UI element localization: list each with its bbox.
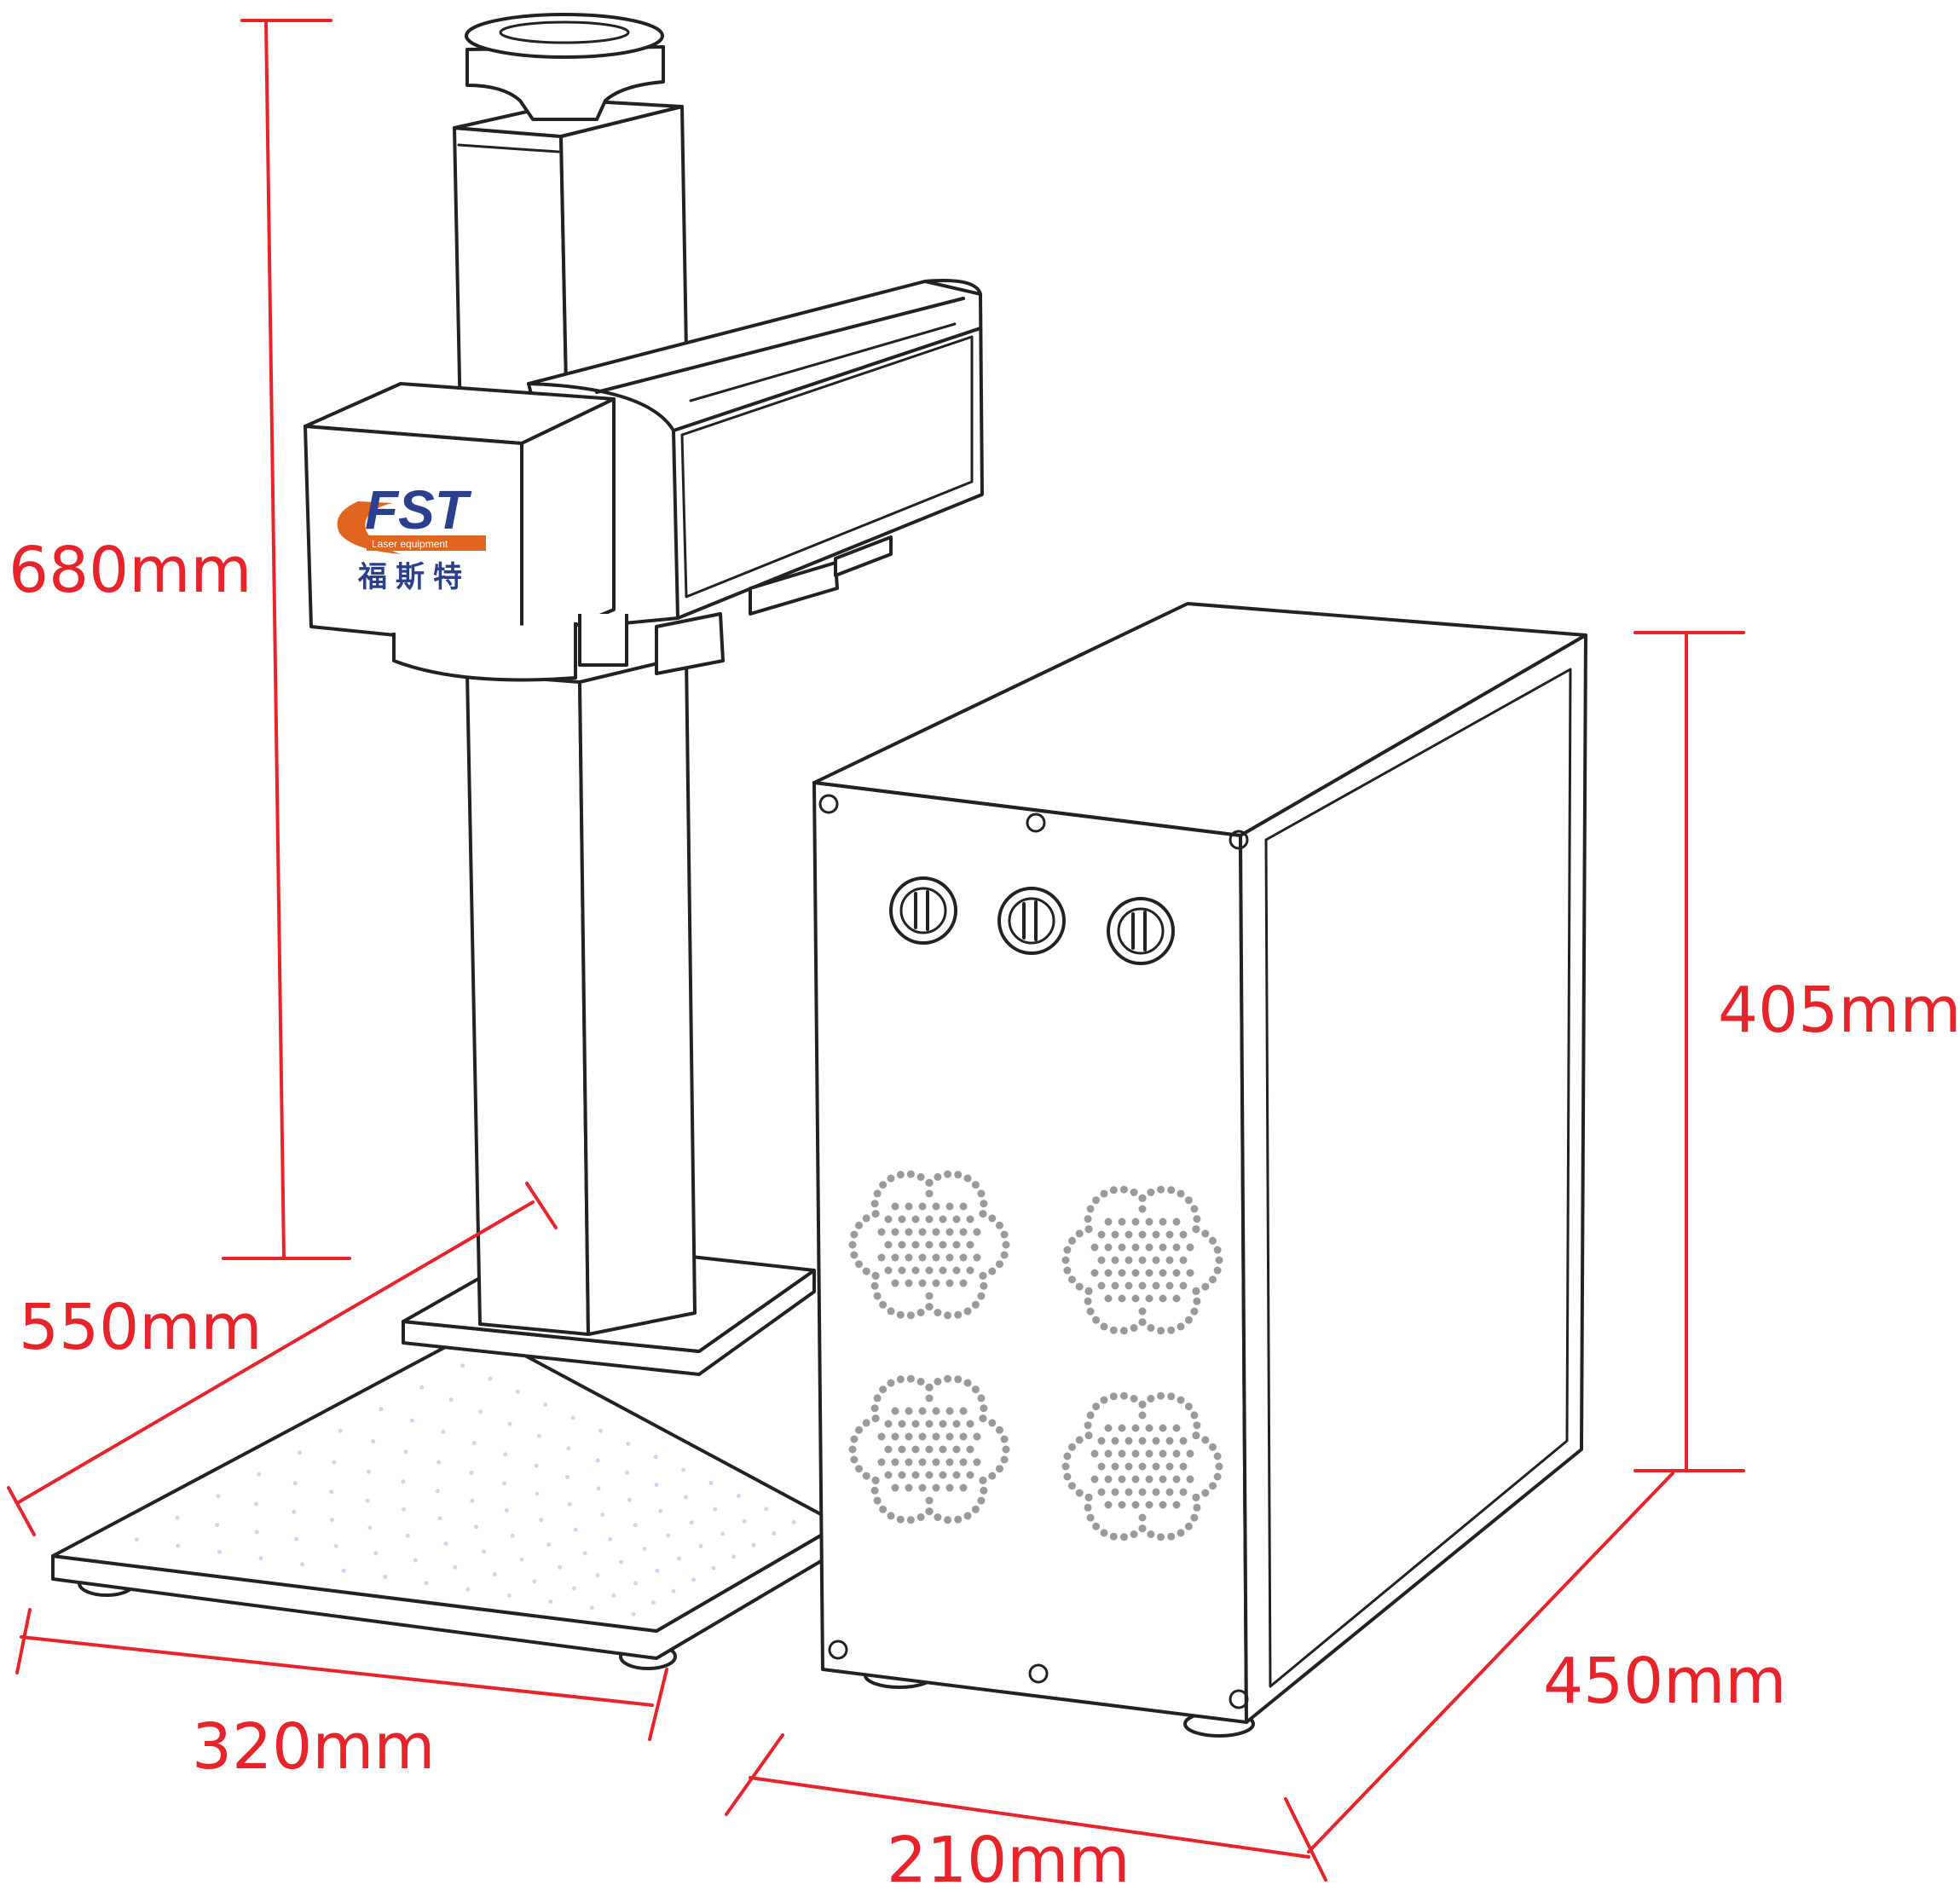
base-hole-grid bbox=[134, 1363, 796, 1616]
vent-1 bbox=[848, 1170, 1010, 1320]
logo-swoosh bbox=[337, 501, 401, 554]
column-lower-side bbox=[578, 655, 697, 1336]
logo-chinese: 福斯特 bbox=[357, 560, 471, 594]
vent-3 bbox=[848, 1374, 1010, 1524]
lift-knob bbox=[465, 45, 665, 121]
dim-320-tick-a bbox=[15, 1608, 32, 1674]
fst-logo: FST Laser equipment 福斯特 bbox=[337, 479, 486, 594]
knob-3 bbox=[1107, 897, 1175, 965]
vent-2 bbox=[1061, 1185, 1223, 1335]
screw-icon bbox=[818, 794, 1249, 1709]
arm-side-panel bbox=[680, 335, 974, 599]
cabinet-side bbox=[1239, 633, 1587, 1724]
dim-450-line bbox=[1307, 1472, 1674, 1854]
arm-bracket bbox=[749, 561, 839, 616]
logo-mark: FST bbox=[365, 479, 472, 541]
scan-head-side bbox=[520, 397, 616, 650]
knob-1 bbox=[889, 876, 957, 945]
dim-320-tick-b bbox=[648, 1668, 668, 1741]
dim-550-tick-a bbox=[7, 1486, 36, 1536]
dim-210-tick-b bbox=[1284, 1797, 1327, 1882]
label-height-total: 680mm bbox=[9, 534, 252, 607]
flower-vent-icon bbox=[848, 1170, 1223, 1541]
laser-cabinet bbox=[812, 602, 1587, 1738]
vent-4 bbox=[1061, 1391, 1223, 1541]
dim-680-line bbox=[264, 19, 286, 1260]
column bbox=[453, 13, 697, 1336]
label-depth-cabinet: 450mm bbox=[1543, 1645, 1787, 1718]
logo-tagline: Laser equipment bbox=[372, 538, 448, 550]
label-width-base: 320mm bbox=[192, 1710, 436, 1784]
dimension-lines bbox=[7, 19, 1745, 1882]
logo-tagline-bar bbox=[367, 535, 486, 551]
base-plate bbox=[51, 1328, 841, 1670]
dim-210-line bbox=[749, 1776, 1310, 1859]
knob-2 bbox=[997, 887, 1066, 955]
dim-550-line bbox=[15, 1200, 535, 1505]
cabinet-front bbox=[812, 781, 1248, 1724]
label-width-cabinet: 210mm bbox=[887, 1824, 1130, 1897]
label-height-cabinet: 405mm bbox=[1718, 974, 1960, 1047]
dim-550-tick-b bbox=[525, 1182, 558, 1229]
dim-210-tick-a bbox=[725, 1733, 784, 1816]
label-depth-base: 550mm bbox=[19, 1291, 263, 1364]
dim-320-line bbox=[20, 1635, 654, 1707]
cabinet-side-panel bbox=[1264, 668, 1572, 1688]
column-lower-front bbox=[465, 672, 590, 1336]
rotary-knob-icon bbox=[889, 876, 1175, 965]
scan-lens bbox=[392, 622, 577, 682]
